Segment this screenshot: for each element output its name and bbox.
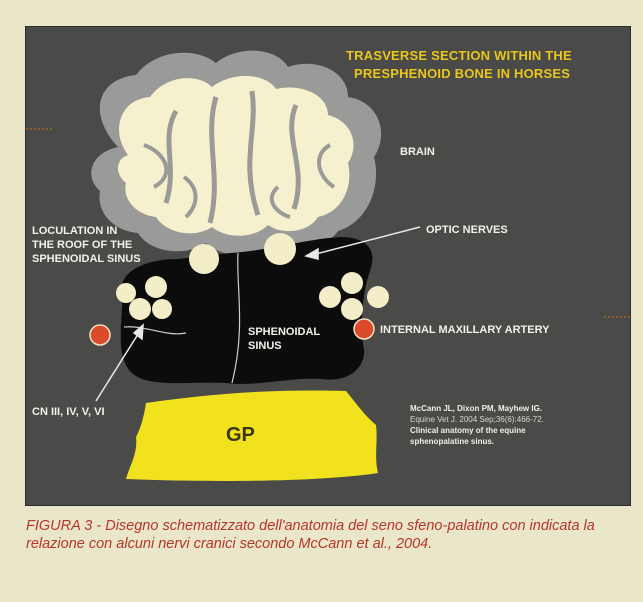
artery-right [354,319,374,339]
internal-maxillary-artery-label: INTERNAL MAXILLARY ARTERY [380,324,550,336]
title-line-1: TRASVERSE SECTION WITHIN THE [346,48,572,63]
figure-caption: FIGURA 3 - Disegno schematizzato dell'an… [26,517,626,553]
citation-line-3: Clinical anatomy of the equine [410,426,526,435]
artery-left [90,325,110,345]
sphenoidal-sinus-label-line-2: SINUS [248,340,282,352]
gp-label: GP [226,424,255,446]
loculation-label-line-2: THE ROOF OF THE [32,239,132,251]
citation-line-4: sphenopalatine sinus. [410,437,494,446]
anatomy-diagram: TRASVERSE SECTION WITHIN THE PRESPHENOID… [26,27,632,507]
brain-label: BRAIN [400,146,435,158]
loculation-label-line-1: LOCULATION IN [32,225,117,237]
cranial-nerves-label: CN III, IV, V, VI [32,406,105,418]
loculation-label-line-3: SPHENOIDAL SINUS [32,253,141,265]
optic-nerve-left [189,244,219,274]
sphenoidal-sinus-label-line-1: SPHENOIDAL [248,326,320,338]
citation-line-1: McCann JL, Dixon PM, Mayhew IG. [410,404,542,413]
title-line-2: PRESPHENOID BONE IN HORSES [354,66,570,81]
citation-line-2: Equine Vet J. 2004 Sep;36(6):466-72. [410,415,544,424]
optic-nerves-label: OPTIC NERVES [426,224,508,236]
optic-nerve-right [264,233,296,265]
brain-shape [91,51,381,255]
figure-panel: TRASVERSE SECTION WITHIN THE PRESPHENOID… [25,26,631,506]
